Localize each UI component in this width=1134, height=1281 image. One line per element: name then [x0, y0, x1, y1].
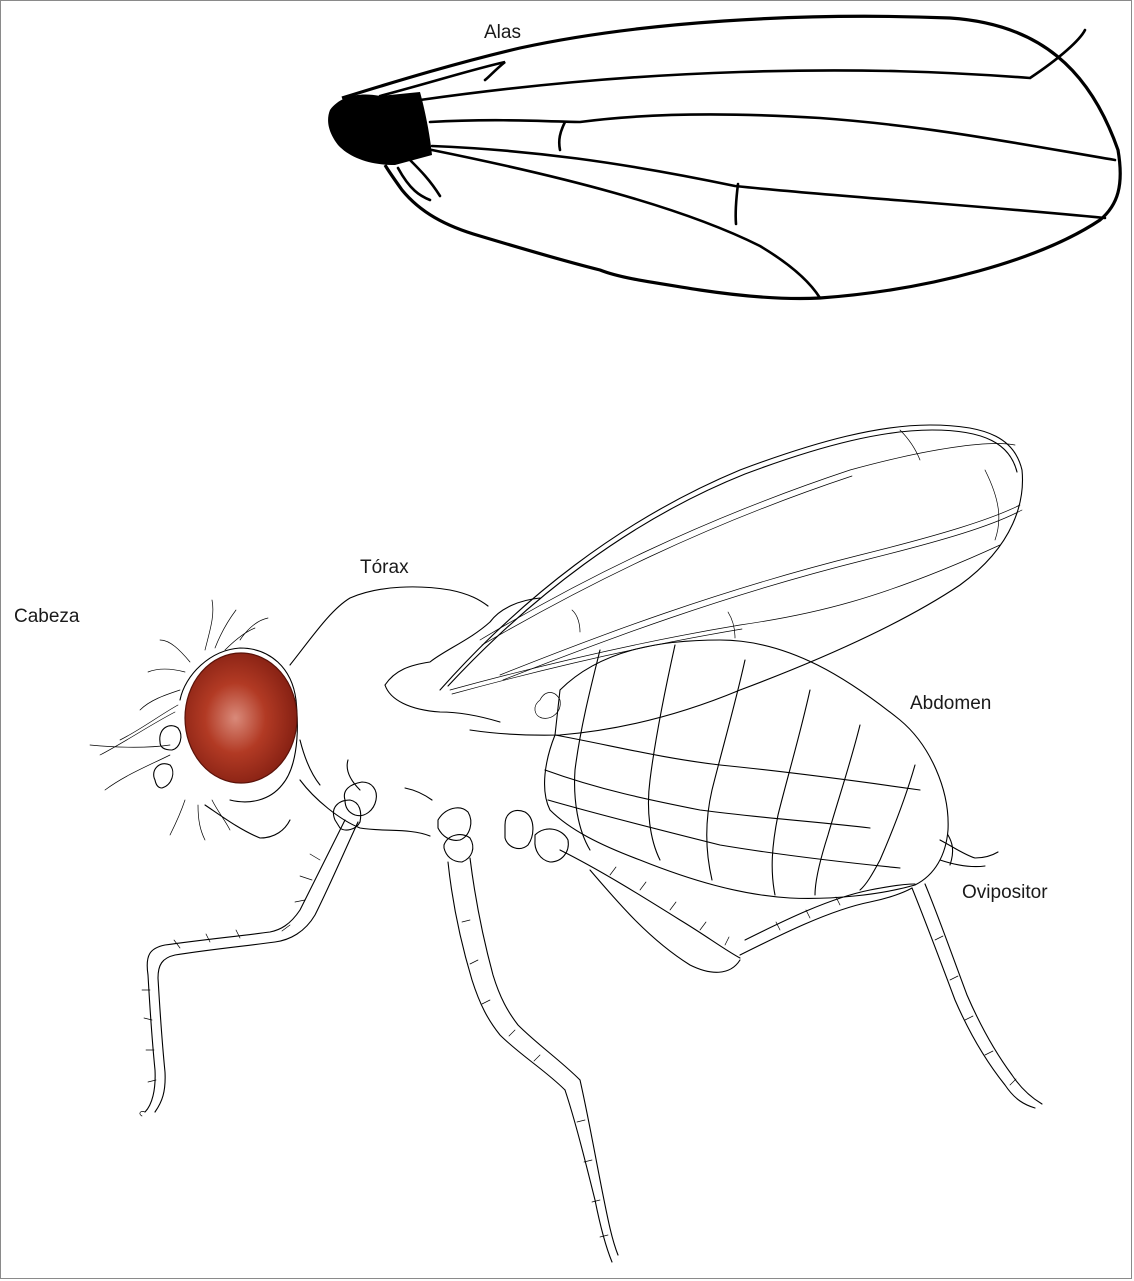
wing-vein-3: [432, 146, 1105, 218]
hind-leg: [740, 884, 1042, 1108]
abdomen-label: Abdomen: [910, 693, 991, 715]
leg-hairs: [142, 854, 1016, 1237]
compound-eye: [185, 653, 297, 783]
fly-body-drawing: [90, 425, 1042, 1262]
abdomen-outline: [545, 640, 949, 898]
wing-vein-anal: [398, 168, 430, 200]
middle-leg: [448, 858, 618, 1262]
wing-outline: [342, 16, 1120, 298]
wing-base: [328, 92, 432, 165]
ovipositor-drawing: [940, 835, 998, 867]
wings-label: Alas: [484, 22, 521, 44]
wing-crossvein-1: [559, 122, 565, 150]
thorax-label: Tórax: [360, 557, 409, 579]
ovipositor-label: Ovipositor: [962, 882, 1048, 904]
front-leg: [140, 820, 358, 1116]
body-wing: [385, 425, 1022, 735]
detached-wing-drawing: [328, 16, 1120, 298]
leg-coxa-hind: [505, 811, 533, 849]
head-label: Cabeza: [14, 606, 80, 628]
wing-vein-4: [432, 150, 820, 298]
thorax-outline: [290, 587, 488, 665]
wing-crossvein-2: [736, 184, 738, 224]
